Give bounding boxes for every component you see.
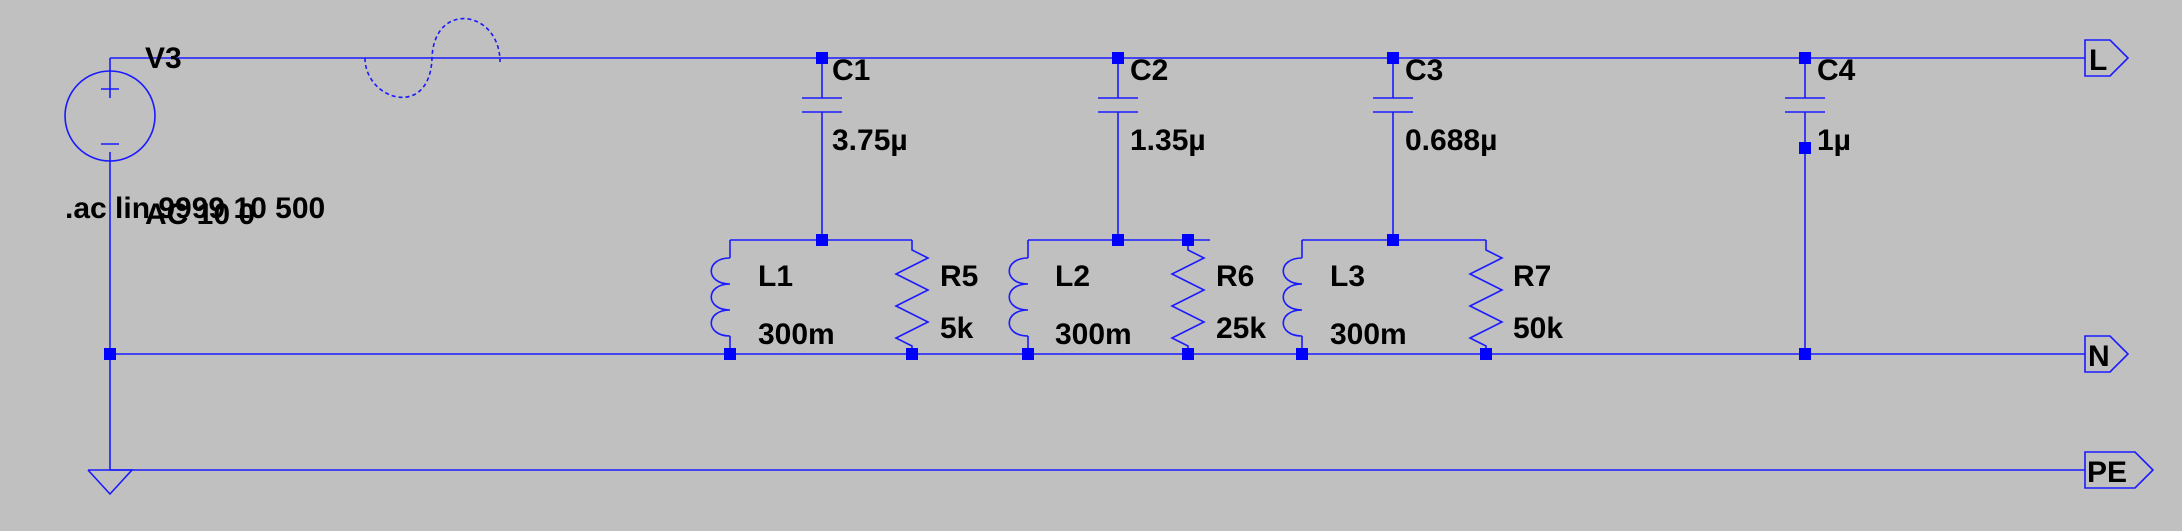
node-c4-bottom bbox=[1799, 142, 1811, 154]
node-c2-top bbox=[1112, 52, 1124, 64]
resistor-r6[interactable] bbox=[1170, 240, 1206, 354]
node-c3-top bbox=[1387, 52, 1399, 64]
port-n-flag bbox=[2084, 335, 2130, 373]
c1-ref-label: C1 bbox=[832, 54, 870, 87]
node-c4-n bbox=[1799, 348, 1811, 360]
c1-value-label: 3.75µ bbox=[832, 124, 908, 157]
l3-ref-label: L3 bbox=[1330, 260, 1365, 293]
l1-value-label: 300m bbox=[758, 318, 835, 351]
resistor-r7[interactable] bbox=[1468, 240, 1504, 354]
inductor-l2[interactable] bbox=[1008, 240, 1029, 354]
l2-ref-label: L2 bbox=[1055, 260, 1090, 293]
node-source-n bbox=[104, 348, 116, 360]
r5-ref-label: R5 bbox=[940, 260, 978, 293]
r7-zigzag bbox=[1468, 240, 1504, 354]
capacitor-c4[interactable] bbox=[1785, 97, 1825, 113]
l2-value-label: 300m bbox=[1055, 318, 1132, 351]
l3-coil bbox=[1282, 257, 1303, 337]
c4-ref-label: C4 bbox=[1817, 54, 1856, 87]
source-value-label: AC 10 0 bbox=[145, 198, 255, 231]
node-r5-n bbox=[906, 348, 918, 360]
port-pe-flag bbox=[2084, 451, 2155, 489]
node-r6-top bbox=[1182, 234, 1194, 246]
resistor-r5[interactable] bbox=[894, 240, 930, 354]
port-l-label: L bbox=[2089, 44, 2107, 77]
r6-value-label: 25k bbox=[1216, 312, 1266, 345]
c3-value-label: 0.688µ bbox=[1405, 124, 1497, 157]
l3-value-label: 300m bbox=[1330, 318, 1407, 351]
node-r7-n bbox=[1480, 348, 1492, 360]
source-name-label: V3 bbox=[145, 42, 182, 75]
r7-ref-label: R7 bbox=[1513, 260, 1551, 293]
r5-value-label: 5k bbox=[940, 312, 974, 345]
c3-ref-label: C3 bbox=[1405, 54, 1443, 87]
ground-symbol bbox=[87, 469, 134, 496]
node-l3-n bbox=[1296, 348, 1308, 360]
node-c4-top bbox=[1799, 52, 1811, 64]
node-tank2 bbox=[1112, 234, 1124, 246]
c4-value-label: 1µ bbox=[1817, 124, 1851, 157]
junction-nodes bbox=[104, 52, 1811, 360]
node-tank3 bbox=[1387, 234, 1399, 246]
ac-directive[interactable]: .ac lin 9999 10 500 bbox=[65, 192, 325, 225]
source-circle bbox=[64, 70, 156, 162]
l2-coil bbox=[1008, 257, 1029, 337]
c2-ref-label: C2 bbox=[1130, 54, 1168, 87]
r7-value-label: 50k bbox=[1513, 312, 1563, 345]
r5-zigzag bbox=[894, 240, 930, 354]
r6-zigzag bbox=[1170, 240, 1206, 354]
capacitor-c2[interactable] bbox=[1098, 97, 1138, 113]
l1-ref-label: L1 bbox=[758, 260, 793, 293]
wires bbox=[109, 57, 2085, 471]
ground-icon bbox=[87, 469, 134, 496]
node-l1-n bbox=[724, 348, 736, 360]
port-n-label: N bbox=[2088, 340, 2110, 373]
l1-coil bbox=[710, 257, 731, 337]
port-pe[interactable]: PE bbox=[2084, 451, 2155, 489]
capacitor-c3[interactable] bbox=[1373, 97, 1413, 113]
c2-value-label: 1.35µ bbox=[1130, 124, 1206, 157]
node-tank1 bbox=[816, 234, 828, 246]
inductor-l1[interactable] bbox=[710, 240, 731, 354]
node-l2-n bbox=[1022, 348, 1034, 360]
port-l[interactable]: L bbox=[2084, 39, 2130, 77]
voltage-source-v3[interactable] bbox=[64, 70, 156, 162]
inductor-l3[interactable] bbox=[1282, 240, 1303, 354]
capacitor-c1[interactable] bbox=[802, 97, 842, 113]
r6-ref-label: R6 bbox=[1216, 260, 1254, 293]
node-c1-top bbox=[816, 52, 828, 64]
port-n[interactable]: N bbox=[2084, 335, 2130, 373]
sine-wave-icon bbox=[364, 17, 501, 99]
node-r6-n bbox=[1182, 348, 1194, 360]
port-pe-label: PE bbox=[2087, 456, 2127, 489]
port-l-flag bbox=[2084, 39, 2130, 77]
